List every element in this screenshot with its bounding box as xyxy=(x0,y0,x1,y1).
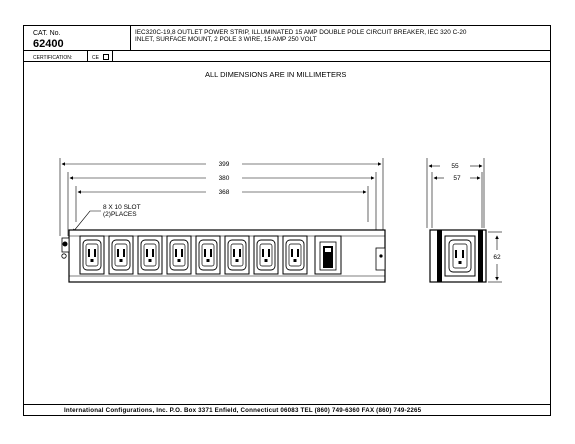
dimension-overall-length: 399 xyxy=(219,161,230,168)
ce-checkbox xyxy=(103,54,109,60)
certification-column-end xyxy=(112,50,113,61)
outlet-3 xyxy=(137,235,163,275)
side-dimension-lines xyxy=(426,158,502,283)
drawing-frame xyxy=(23,25,551,416)
certification-label: CERTIFICATION: xyxy=(33,55,73,61)
outlet-row xyxy=(79,235,308,275)
slot-callout-line1: 8 X 10 SLOT xyxy=(103,204,141,211)
units-note: ALL DIMENSIONS ARE IN MILLIMETERS xyxy=(205,70,347,79)
dimension-side-height: 62 xyxy=(493,254,501,261)
outlet-1 xyxy=(79,235,105,275)
certification-column-divider xyxy=(87,50,88,61)
outlet-8 xyxy=(282,235,308,275)
company-footer: International Configurations, Inc. P.O. … xyxy=(64,407,422,414)
slot-callout-leader xyxy=(72,210,101,233)
dimension-side-width-outer: 55 xyxy=(451,163,459,170)
outlet-5 xyxy=(195,235,221,275)
cat-number-value: 62400 xyxy=(33,38,64,50)
certification-row-divider xyxy=(23,61,551,62)
circuit-breaker-switch xyxy=(314,235,342,275)
outlet-2 xyxy=(108,235,134,275)
product-description-line1: IEC320C-19,8 OUTLET POWER STRIP, ILLUMIN… xyxy=(135,29,467,36)
dimension-side-width-inner: 57 xyxy=(453,175,461,182)
dimension-slot-spacing: 368 xyxy=(219,189,230,196)
title-block-column-divider xyxy=(130,25,131,50)
ce-mark-label: CE xyxy=(92,55,99,61)
outlet-6 xyxy=(224,235,250,275)
slot-callout-line2: (2)PLACES xyxy=(103,211,137,218)
outlet-7 xyxy=(253,235,279,275)
title-block-divider xyxy=(23,50,551,51)
outlet-4 xyxy=(166,235,192,275)
product-description-line2: INLET, SURFACE MOUNT, 2 POLE 3 WIRE, 15 … xyxy=(135,36,317,43)
footer-divider xyxy=(23,404,551,405)
cat-number-label: CAT. No. xyxy=(33,30,61,37)
front-dimension-lines xyxy=(59,158,384,236)
power-strip-side-view xyxy=(429,229,487,283)
dimension-mounting-length: 380 xyxy=(219,175,230,182)
